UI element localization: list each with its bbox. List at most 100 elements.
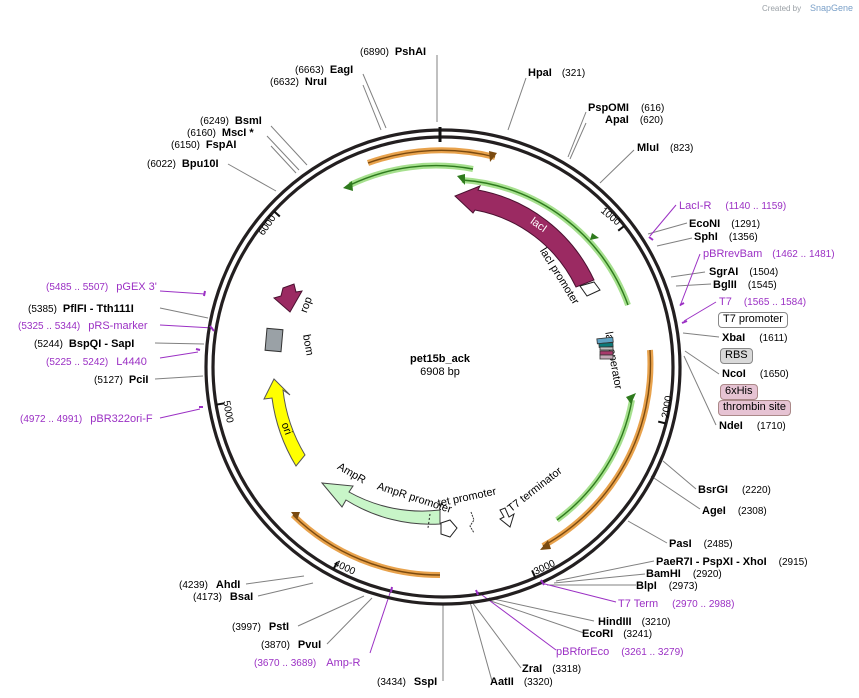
- site-name: PshAI: [395, 46, 426, 58]
- site-pos: (1710): [757, 421, 786, 432]
- site-pos: (6663): [295, 65, 324, 76]
- site-hpai: HpaI(321): [528, 67, 585, 79]
- primer-name: LacI-R: [679, 200, 711, 212]
- leader-lines: [154, 55, 720, 682]
- rbs-block: [599, 346, 614, 351]
- primer-leader-lines: [159, 204, 717, 654]
- green-feature-arcs: [348, 162, 635, 523]
- site-apai: ApaI (620): [605, 114, 663, 126]
- site-name: PvuI: [298, 639, 321, 651]
- orf-arc-top-core: [367, 149, 496, 164]
- site-name: MscI *: [222, 127, 255, 139]
- site-name: XbaI: [722, 332, 745, 344]
- primer-range: (2970 .. 2988): [672, 599, 734, 610]
- site-pos: (1545): [748, 280, 777, 291]
- primer-range: (1565 .. 1584): [744, 297, 806, 308]
- site-ndei: NdeI(1710): [719, 420, 786, 432]
- site-name: PflFI - Tth111I: [63, 303, 134, 315]
- site-bglii: BglII (1545): [713, 279, 777, 291]
- site-zrai: ZraI (3318): [522, 663, 581, 675]
- primer-tick: [648, 236, 654, 241]
- site-ecori: EcoRI(3241): [582, 628, 652, 640]
- ampR-label: AmpR: [335, 461, 368, 487]
- site-name: HpaI: [528, 67, 552, 79]
- primer-pgex3: (5485 .. 5507)pGEX 3': [46, 281, 157, 293]
- primer-pbrforeco: pBRforEco (3261 .. 3279): [556, 646, 683, 658]
- ori-arrow: [263, 378, 306, 467]
- site-name: Bpu10I: [182, 158, 219, 170]
- green-mid-arrowhead: [590, 233, 599, 240]
- green-right-arrowhead: [626, 393, 636, 404]
- primer-lacir: LacI-R (1140 .. 1159): [679, 200, 786, 212]
- tet-promoter-mark: [469, 511, 475, 534]
- site-ncoi: NcoI(1650): [722, 368, 789, 380]
- site-name: ZraI: [522, 663, 542, 675]
- small-feature-blocks: [596, 336, 614, 360]
- site-name: BlpI: [636, 580, 657, 592]
- site-name: AhdI: [216, 579, 240, 591]
- green-arc-lacI-core: [461, 179, 629, 306]
- primer-range: (5225 .. 5242): [46, 357, 108, 368]
- site-name: PciI: [129, 374, 149, 386]
- tet-promoter-label: tet promoter: [437, 486, 498, 510]
- site-pspomi: PspOMI(616): [588, 102, 664, 114]
- site-pos: (6249): [200, 116, 229, 127]
- tick-marks: [215, 210, 667, 579]
- green-lacI-arrowhead: [457, 174, 465, 185]
- site-pos: (3870): [261, 640, 290, 651]
- tick-2000: [657, 420, 667, 425]
- tick-4000: [332, 561, 339, 570]
- primer-name: T7: [719, 296, 732, 308]
- site-pos: (2308): [738, 506, 767, 517]
- site-pos: (620): [640, 115, 663, 126]
- site-pos: (6632): [270, 77, 299, 88]
- site-pos: (3318): [552, 664, 581, 675]
- primer-l4440: (5225 .. 5242)L4440: [46, 356, 147, 368]
- site-name: PspOMI: [588, 102, 629, 114]
- primer-t7: T7 (1565 .. 1584): [719, 296, 806, 308]
- site-name: AgeI: [702, 505, 726, 517]
- site-name: BglII: [713, 279, 737, 291]
- site-pflfi: (5385)PflFI - Tth111I: [28, 303, 134, 315]
- site-bspqi: (5244)BspQI - SapI: [34, 338, 134, 350]
- site-name: BspQI - SapI: [69, 338, 134, 350]
- green-arc-top: [348, 162, 474, 188]
- green-arc-top-core: [349, 164, 474, 186]
- primer-range: (3261 .. 3279): [621, 647, 683, 658]
- primer-name: pBRforEco: [556, 646, 609, 658]
- primer-pbr322ori: (4972 .. 4991)pBR322ori-F: [20, 413, 153, 425]
- orf-top-arrowhead: [489, 151, 497, 162]
- site-pos: (6890): [360, 47, 389, 58]
- green-arc-right-core: [556, 399, 633, 521]
- primer-tick: [679, 302, 685, 306]
- tick-3000: [531, 569, 537, 579]
- site-name: ApaI: [605, 114, 629, 126]
- snapgene-logo: SnapGene: [810, 3, 853, 13]
- primer-range: (1462 .. 1481): [772, 249, 834, 260]
- ampR-arrow: [320, 482, 441, 525]
- primer-range: (1140 .. 1159): [725, 201, 786, 212]
- site-name: SgrAI: [709, 266, 738, 278]
- bom-block: [264, 327, 284, 353]
- primer-ampr: (3670 .. 3689)Amp-R: [254, 657, 361, 669]
- site-name: EcoNI: [689, 218, 720, 230]
- site-name: BamHI: [646, 568, 681, 580]
- site-name: FspAI: [206, 139, 237, 151]
- site-pos: (3997): [232, 622, 261, 633]
- site-nrui: (6632)NruI: [270, 76, 327, 88]
- orf-right-arrowhead: [540, 540, 551, 550]
- lacI-promoter-arrow: [579, 281, 601, 297]
- tick-label-2000: 2000: [660, 395, 675, 419]
- site-pos: (3210): [642, 617, 671, 628]
- ori-label: ori: [279, 421, 294, 437]
- site-msci: (6160)MscI *: [187, 127, 254, 139]
- site-pos: (6150): [171, 140, 200, 151]
- lacI-arrow: [454, 185, 595, 288]
- site-pos: (6022): [147, 159, 176, 170]
- primer-name: pRS-marker: [88, 320, 148, 332]
- site-pos: (1650): [760, 369, 789, 380]
- primer-tick: [540, 579, 545, 586]
- primer-tick: [195, 348, 201, 351]
- his-tag-block: [599, 350, 614, 356]
